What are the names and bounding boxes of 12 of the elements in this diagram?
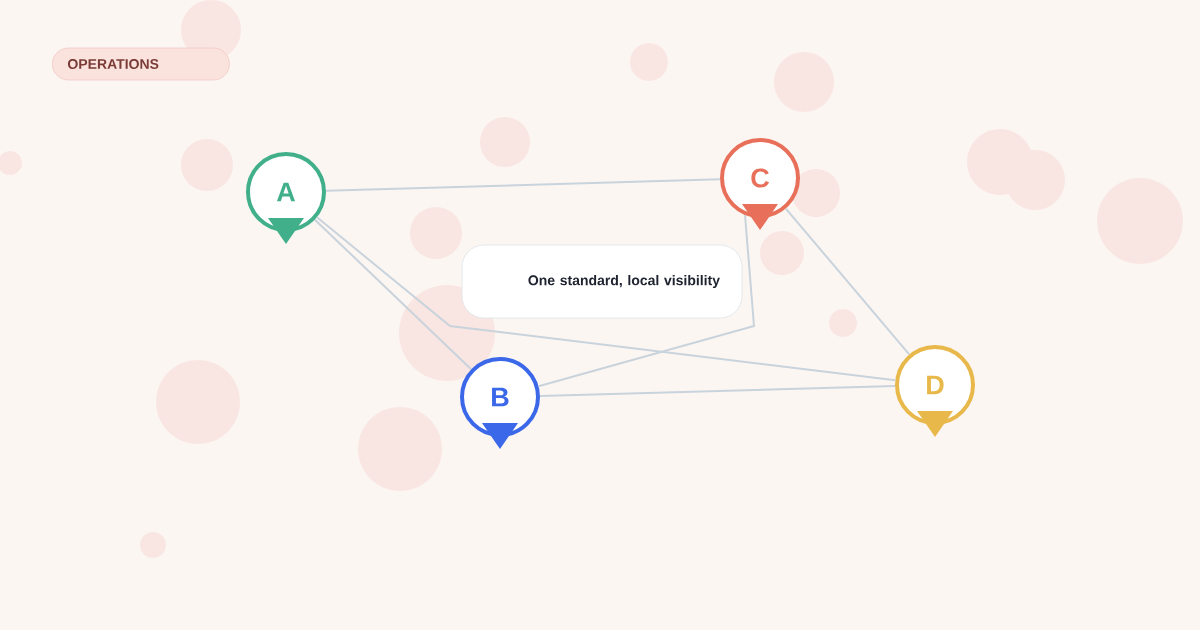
- text-card: One standard, local visibility: [461, 244, 743, 319]
- connector-line: [325, 178, 722, 192]
- connector-line: [784, 207, 911, 356]
- connector-line: [539, 385, 896, 397]
- category-tag: OPERATIONS: [52, 47, 230, 81]
- connector-line: [313, 218, 473, 371]
- map-pin: C: [720, 138, 800, 230]
- connector-line: [316, 216, 897, 382]
- connector-line: [537, 214, 756, 388]
- map-pin: A: [246, 152, 326, 244]
- map-pin: D: [895, 345, 975, 437]
- map-pin: B: [460, 357, 540, 449]
